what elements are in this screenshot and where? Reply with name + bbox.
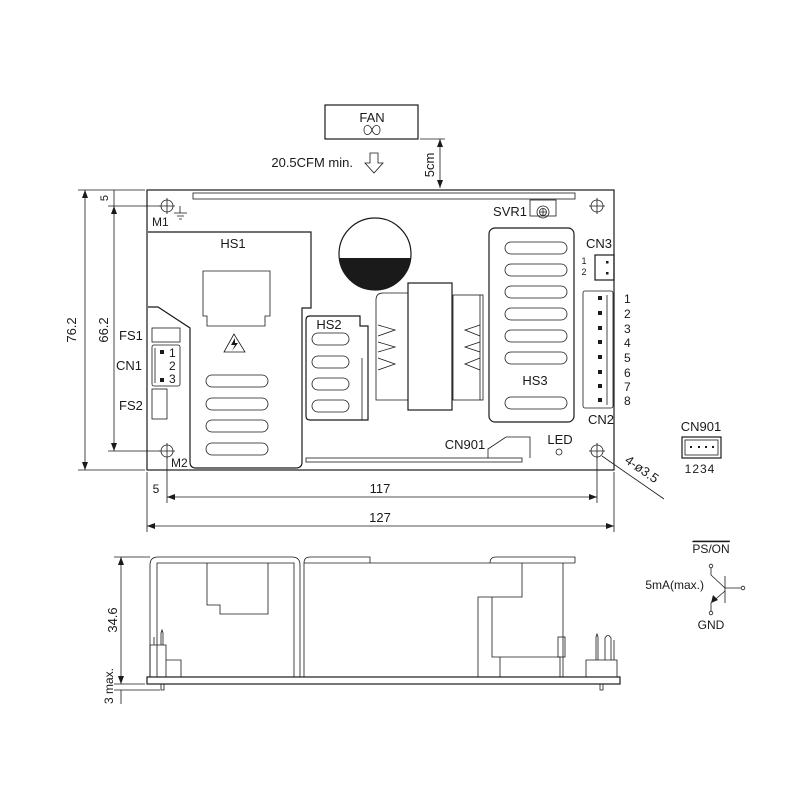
hs1-chip — [202, 270, 271, 327]
hs1-label: HS1 — [220, 236, 245, 251]
cn1-pin: 3 — [169, 372, 176, 386]
cn2-pin: 3 — [624, 322, 631, 336]
ps-on-circuit: PS/ON 5mA(max.) GND — [645, 540, 746, 632]
cn901-label: CN901 — [445, 437, 485, 452]
airflow-label: 20.5CFM min. — [271, 155, 353, 170]
airflow-arrow-icon — [364, 152, 384, 174]
svr1-trimmer[interactable] — [529, 199, 557, 217]
fan-clearance-dimension: 5cm — [420, 138, 445, 188]
high-voltage-warning-icon — [223, 333, 246, 353]
cn901-connector — [487, 436, 531, 458]
transformer — [375, 282, 484, 411]
fs1-fuse — [151, 327, 181, 343]
led-indicator — [555, 448, 563, 456]
cn2-pin-numbers: 1 2 3 4 5 6 7 8 — [624, 292, 631, 408]
hs1-heatsink — [148, 231, 312, 469]
cn3-connector: 1 2 — [581, 254, 615, 281]
cn2-connector — [582, 290, 614, 409]
side-height-label: 34.6 — [105, 607, 120, 632]
fan-icon — [363, 125, 381, 135]
hs2-label: HS2 — [316, 317, 341, 332]
pcb-outline — [146, 189, 615, 471]
fs2-fuse — [151, 388, 168, 420]
capacitor — [338, 217, 412, 291]
hole-icon — [589, 198, 605, 214]
hole-leader-line — [601, 455, 665, 500]
hs3-label: HS3 — [522, 373, 547, 388]
left-offset-label: 5 — [153, 482, 160, 496]
cn3-pin: 1 — [581, 256, 586, 266]
hs1-slots — [205, 374, 269, 456]
fs2-label: FS2 — [119, 398, 143, 413]
fan-label: FAN — [359, 110, 384, 125]
left-dimensions: 76.2 66.2 5 — [64, 189, 160, 471]
bottom-dimensions: 5 117 127 — [146, 458, 615, 532]
height-holes-label: 66.2 — [96, 317, 111, 342]
fs1-label: FS1 — [119, 328, 143, 343]
hs3-slots — [504, 241, 568, 410]
m2-label: M2 — [171, 456, 188, 470]
clearance-label: 5cm — [422, 153, 437, 178]
width-total-label: 127 — [369, 510, 391, 525]
holes-label: 4-ø3.5 — [622, 452, 661, 486]
led-label: LED — [547, 432, 572, 447]
cn3-label: CN3 — [586, 236, 612, 251]
hs3-heatsink — [488, 227, 575, 423]
hole-icon — [159, 198, 175, 214]
cn901-detail-connector — [681, 436, 722, 459]
current-label: 5mA(max.) — [645, 578, 704, 592]
cn2-pin: 8 — [624, 394, 631, 408]
cn1-pin: 1 — [169, 346, 176, 360]
cn2-pin: 6 — [624, 366, 631, 380]
cn1-connector: 1 2 3 — [151, 344, 181, 387]
height-total-label: 76.2 — [64, 317, 79, 342]
cn1-pin: 2 — [169, 359, 176, 373]
cn2-pin: 5 — [624, 351, 631, 365]
bottom-bar — [305, 457, 523, 463]
cn2-pin: 4 — [624, 336, 631, 350]
ground-icon — [174, 206, 187, 220]
ps-on-label: PS/ON — [692, 542, 729, 556]
hole-icon — [589, 443, 605, 459]
side-view — [146, 556, 621, 691]
fan-box: FAN — [324, 104, 419, 140]
side-dimensions: 34.6 3 max. — [102, 556, 160, 704]
ground-label: GND — [698, 618, 725, 632]
hs2-heatsink — [305, 315, 369, 421]
mounting-holes — [159, 198, 605, 459]
side-resistor — [557, 636, 566, 658]
cn901-detail-pins: 1234 — [685, 462, 716, 476]
svr1-label: SVR1 — [493, 204, 527, 219]
top-bar — [192, 192, 576, 200]
hole-span-label: 117 — [370, 481, 391, 496]
transistor-icon — [708, 563, 746, 616]
cn901-detail-label: CN901 — [681, 419, 721, 434]
cn2-pin: 7 — [624, 380, 631, 394]
hs2-slots — [311, 332, 350, 413]
cn1-label: CN1 — [116, 358, 142, 373]
side-pcb — [146, 676, 621, 685]
cn2-pin: 2 — [624, 307, 631, 321]
potentiometer-icon — [536, 205, 550, 219]
cn3-pin: 2 — [581, 267, 586, 277]
hole-icon — [159, 443, 175, 459]
cn2-label: CN2 — [588, 412, 614, 427]
cn2-pin: 1 — [624, 292, 631, 306]
top-offset-label: 5 — [99, 195, 111, 201]
pin-length-label: 3 max. — [102, 668, 116, 704]
m1-label: M1 — [152, 215, 169, 229]
